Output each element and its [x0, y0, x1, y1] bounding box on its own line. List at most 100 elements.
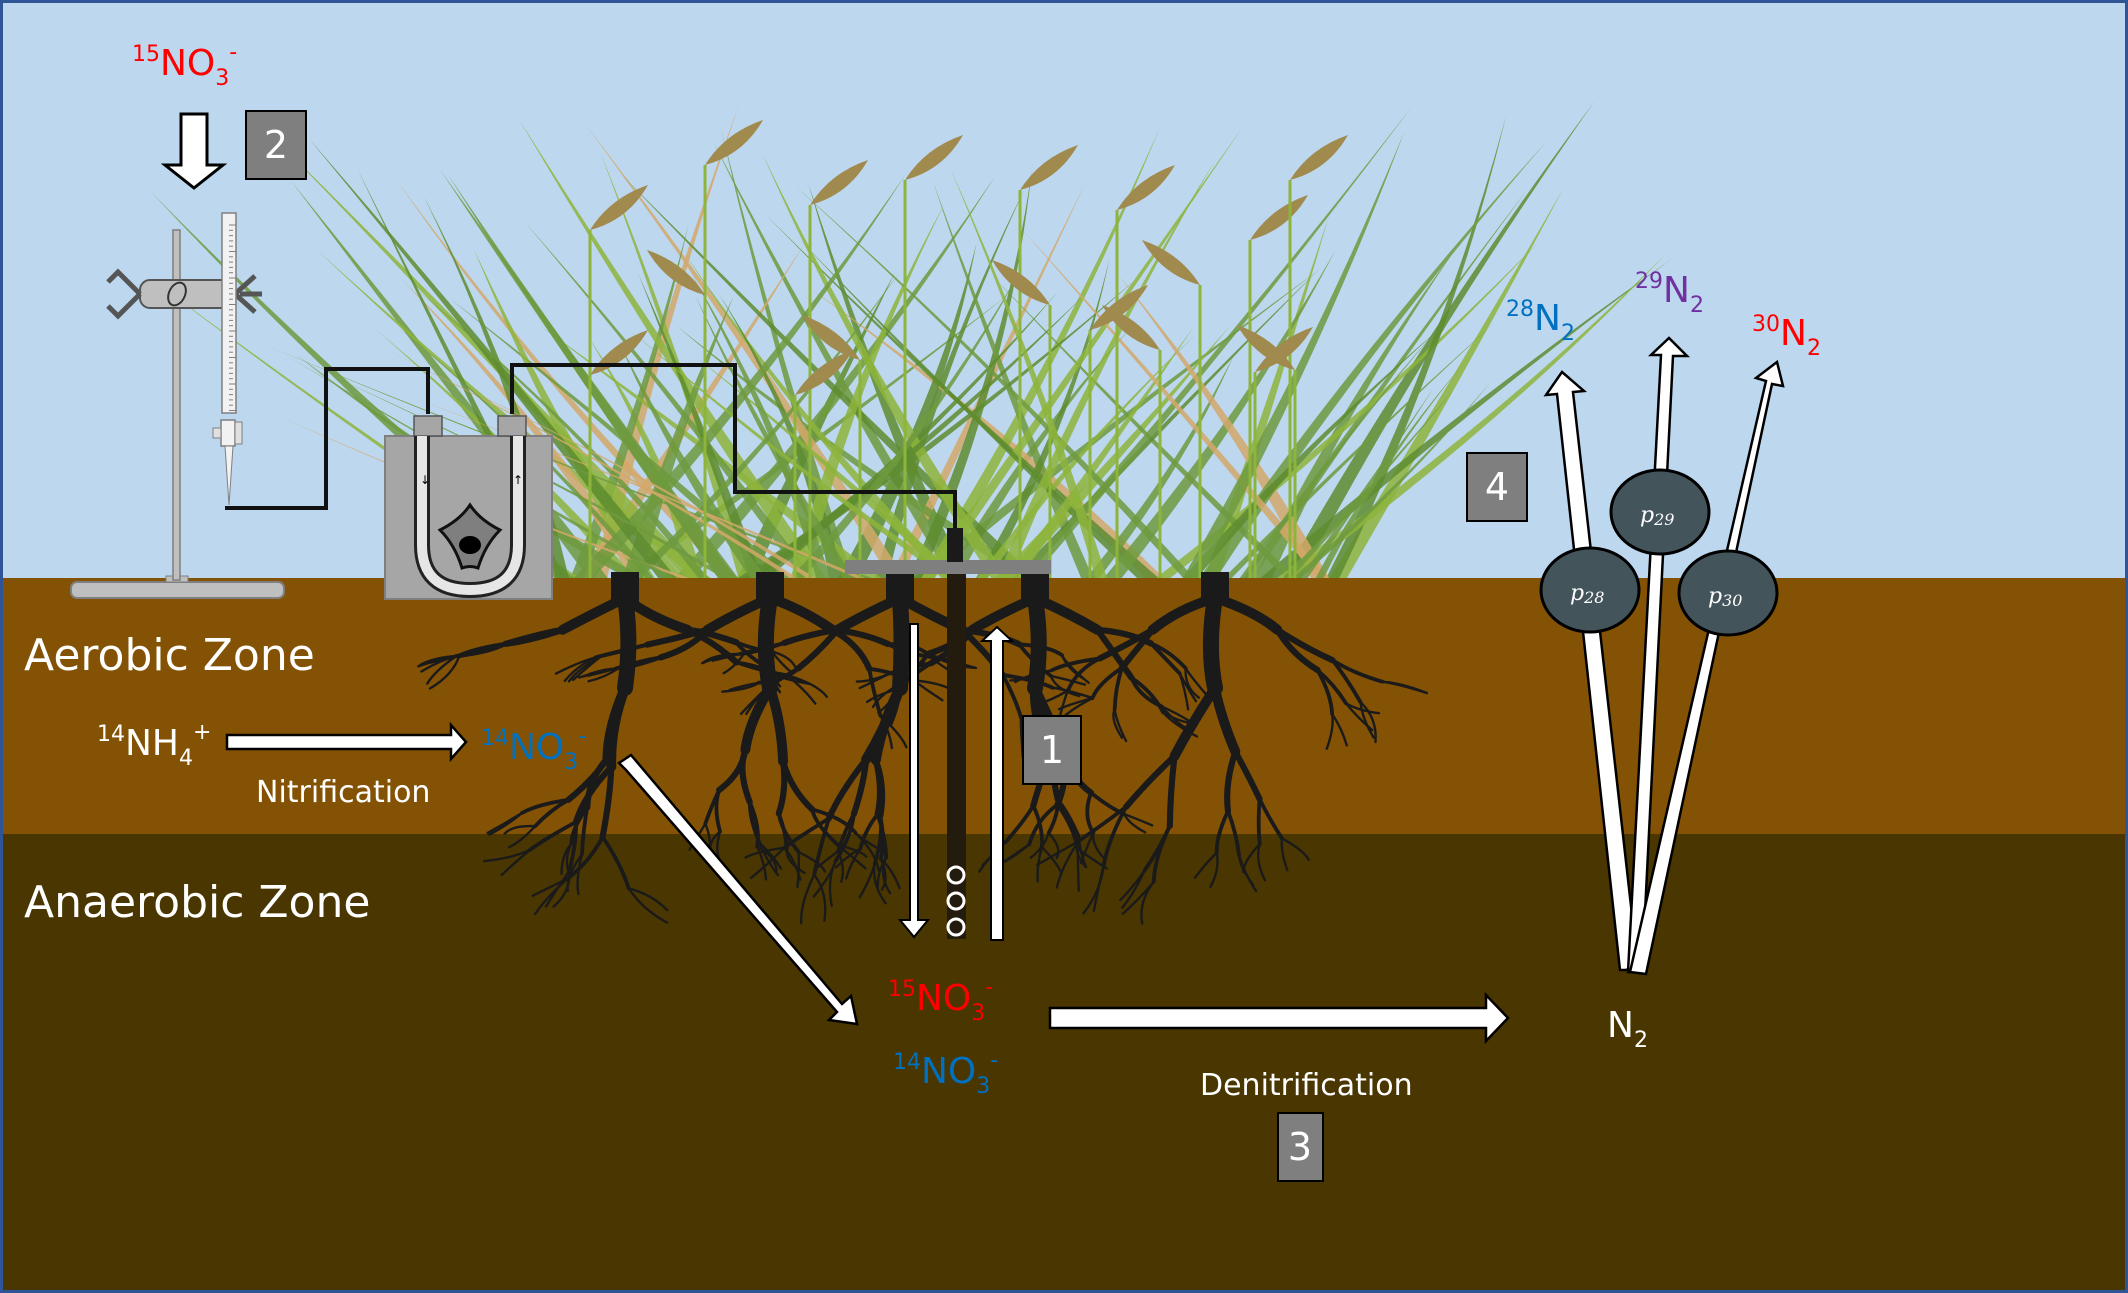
dinitrogen-product-label: N2	[1607, 1005, 1648, 1053]
seed-head	[647, 250, 705, 295]
root-branch	[832, 593, 905, 635]
root-branch	[1031, 803, 1044, 850]
seed-head	[1290, 135, 1348, 180]
grass-blade	[376, 329, 637, 578]
seed-head	[810, 160, 868, 205]
root-branch	[844, 847, 862, 880]
nitrate-transport-arrow	[617, 753, 859, 1026]
probe-plate	[845, 560, 1051, 574]
grass-blade	[423, 196, 569, 578]
root-branch	[1094, 626, 1135, 681]
root-branch	[1122, 753, 1178, 810]
root-branch	[1076, 847, 1080, 892]
root-branch	[482, 848, 532, 863]
root-branch	[600, 835, 631, 891]
root-branch	[576, 853, 584, 896]
root-branch	[758, 841, 780, 877]
root-branch	[850, 756, 870, 818]
seed-head	[795, 350, 853, 395]
root-branch	[1359, 701, 1377, 744]
denitrification-arrow	[1048, 991, 1510, 1045]
p29-probability-node: p29	[1609, 468, 1711, 556]
root-branch	[572, 763, 615, 826]
root-branch	[644, 626, 711, 648]
root-branch	[560, 842, 573, 876]
root-branch	[1224, 748, 1239, 815]
root-branch	[557, 593, 630, 635]
root-branch	[1055, 840, 1080, 889]
grass-blade	[443, 377, 816, 578]
n29-emission-arrow	[1626, 336, 1691, 974]
anaerobic-zone-label: Anaerobic Zone	[24, 877, 370, 928]
nitrification-label: Nitrification	[256, 775, 430, 810]
grass-blade	[402, 393, 865, 578]
root-branch	[890, 685, 902, 726]
root-branch	[1082, 863, 1106, 915]
grass-blade	[790, 203, 945, 578]
root-branch	[814, 850, 840, 870]
root-branch	[1178, 672, 1198, 703]
root-branch	[875, 812, 888, 860]
root-branch	[1210, 593, 1283, 635]
root-branch	[1184, 667, 1201, 699]
root-branch	[428, 655, 461, 690]
root-branch	[1147, 593, 1220, 635]
root-branch	[879, 857, 887, 891]
grass-blade	[308, 138, 677, 578]
ring-stand-rod	[172, 229, 181, 581]
root-branch	[1027, 802, 1060, 847]
root-branch	[728, 681, 760, 692]
root-branch	[1274, 626, 1336, 664]
root-branch	[739, 689, 766, 715]
svg-text:↓: ↓	[420, 473, 430, 487]
root-branch	[865, 687, 899, 704]
seed-head	[1255, 327, 1313, 372]
nitrate-14no3-label: 14NO3-	[481, 724, 586, 775]
root-branch	[740, 683, 775, 755]
root-branch	[1060, 654, 1084, 680]
svg-text:↑: ↑	[513, 473, 523, 487]
root-branch	[1202, 590, 1223, 696]
grass-blade	[588, 336, 703, 578]
root-branch	[858, 672, 892, 690]
pump-inlet-fitting	[413, 415, 443, 437]
root-branch	[1232, 748, 1263, 803]
root-branch	[565, 835, 605, 881]
root-branch	[825, 756, 870, 822]
root-branch	[1040, 846, 1063, 875]
n30-emission-arrow	[1628, 359, 1785, 976]
svg-text:4: 4	[1485, 465, 1509, 509]
svg-text:p29: p29	[1640, 503, 1674, 529]
root-branch	[795, 626, 841, 672]
root-branch	[828, 859, 837, 907]
root-branch	[520, 797, 571, 815]
root-branch	[1325, 712, 1334, 750]
root-branch	[761, 666, 801, 693]
grass-blade	[996, 159, 1216, 578]
root-branch	[800, 873, 816, 925]
root-branch	[967, 593, 1040, 635]
root-branch	[488, 811, 524, 836]
svg-text:p30: p30	[1708, 584, 1742, 610]
push-arrow-down	[897, 623, 931, 939]
root-branch	[1090, 666, 1124, 701]
burette-clamp	[106, 268, 262, 320]
root-branch	[1057, 696, 1094, 711]
root-branch	[749, 846, 786, 880]
plant-roots	[417, 572, 1429, 925]
root-branch	[1112, 666, 1124, 711]
grass-blade	[1182, 328, 1441, 578]
seed-head	[1250, 195, 1308, 240]
root-branch	[534, 877, 569, 916]
root-branch	[1151, 823, 1172, 884]
pool-14no3-label: 14NO3-	[893, 1048, 998, 1099]
grass-blade	[875, 188, 1025, 579]
svg-text:2: 2	[264, 123, 288, 167]
root-branch	[757, 590, 778, 696]
ring-stand	[70, 212, 285, 599]
root-branch	[836, 812, 856, 854]
root-branch	[858, 862, 877, 899]
root-branch	[1014, 669, 1053, 684]
tracer-15no3-label: 15NO3-	[132, 40, 237, 91]
